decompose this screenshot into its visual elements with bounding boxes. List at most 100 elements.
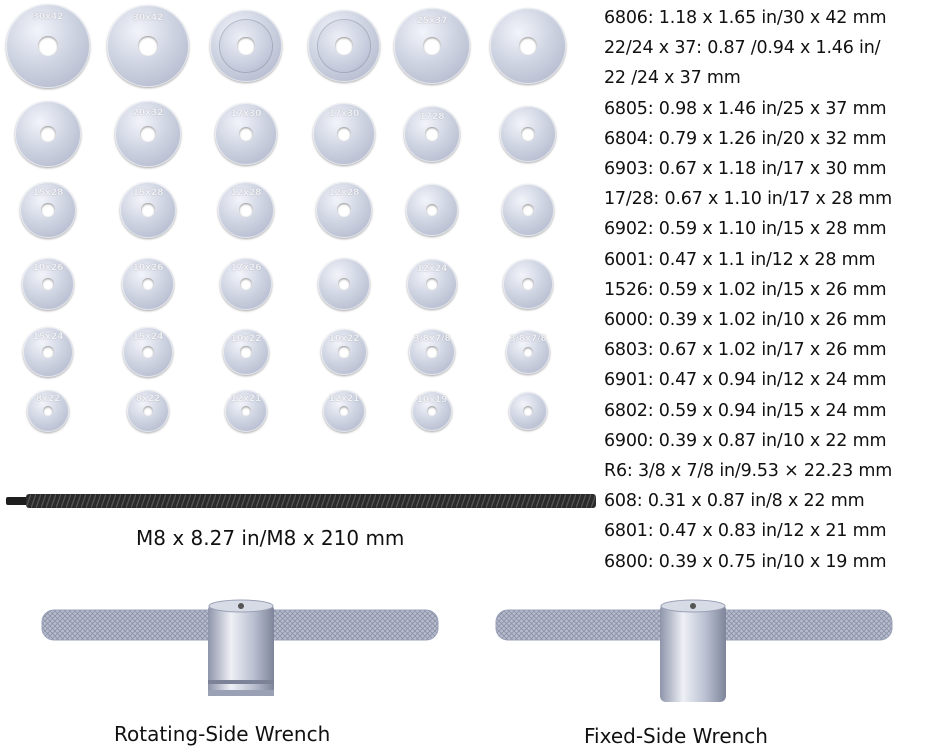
- disc-size-marking: 10x22: [230, 334, 262, 344]
- disc-size-marking: 30x42: [132, 13, 164, 23]
- rotating-side-wrench: [41, 599, 439, 696]
- bearing-driver-disc: 10x19: [412, 391, 452, 431]
- bearing-size-item: 6804: 0.79 x 1.26 in/20 x 32 mm: [604, 128, 887, 149]
- bearing-size-item: 6001: 0.47 x 1.1 in/12 x 28 mm: [604, 249, 876, 270]
- disc-center-hole: [239, 203, 253, 217]
- disc-center-hole: [240, 346, 252, 358]
- bearing-size-item: 17/28: 0.67 x 1.10 in/17 x 28 mm: [604, 189, 892, 210]
- bearing-driver-disc: [210, 10, 282, 82]
- bearing-driver-disc: 20x32: [115, 101, 181, 167]
- disc-center-hole: [336, 126, 352, 142]
- bearing-size-item: 6903: 0.67 x 1.18 in/17 x 30 mm: [604, 159, 887, 180]
- bearing-size-item: R6: 3/8 x 7/8 in/9.53 × 22.23 mm: [604, 461, 893, 482]
- disc-center-hole: [521, 203, 535, 217]
- disc-size-marking: 15x24: [32, 332, 64, 342]
- disc-center-hole: [523, 406, 533, 416]
- disc-size-marking: 10x26: [32, 263, 64, 273]
- rotating-wrench-caption: Rotating-Side Wrench: [114, 722, 331, 746]
- bearing-driver-disc: [490, 8, 566, 84]
- disc-size-marking: 10x19: [416, 395, 448, 405]
- disc-center-hole: [426, 278, 438, 290]
- disc-size-marking: 12x21: [230, 394, 262, 404]
- disc-size-marking: 12x24: [416, 264, 448, 274]
- bearing-driver-disc: 15x24: [123, 327, 173, 377]
- disc-center-hole: [427, 406, 437, 416]
- bearing-driver-disc: [503, 259, 553, 309]
- disc-center-hole: [338, 346, 350, 358]
- rod-caption: M8 x 8.27 in/M8 x 210 mm: [136, 526, 405, 550]
- bearing-driver-disc: 8x22: [27, 390, 69, 432]
- disc-center-hole: [425, 127, 439, 141]
- disc-size-marking: 20x32: [132, 108, 164, 118]
- disc-center-hole: [42, 346, 54, 358]
- disc-size-marking: 3/8x7/8: [413, 334, 451, 344]
- disc-size-marking: 8x22: [135, 394, 161, 404]
- disc-center-hole: [41, 277, 55, 291]
- disc-size-marking: 12x21: [328, 394, 360, 404]
- bearing-driver-disc: 15x24: [23, 327, 73, 377]
- bearing-driver-disc: 17x30: [215, 103, 277, 165]
- bearing-driver-disc: 15x28: [20, 182, 76, 238]
- disc-size-marking: 17x30: [328, 109, 360, 119]
- bearing-driver-disc: 25x37: [394, 8, 470, 84]
- bearing-driver-disc: 12x24: [407, 259, 457, 309]
- bearing-size-item: 6000: 0.39 x 1.02 in/10 x 26 mm: [604, 310, 887, 331]
- disc-center-hole: [522, 278, 534, 290]
- disc-size-marking: 8x22: [35, 394, 61, 404]
- bearing-driver-disc: 12x28: [316, 182, 372, 238]
- disc-center-hole: [37, 35, 59, 57]
- bearing-driver-disc-grid: 30x42 30x42 25x37 20x32 17x30 17x30 1728 15x28 1…: [0, 0, 600, 460]
- disc-center-hole: [41, 203, 55, 217]
- disc-center-hole: [522, 346, 534, 358]
- bearing-driver-disc: 12x28: [218, 182, 274, 238]
- disc-center-hole: [141, 277, 155, 291]
- disc-center-hole: [239, 277, 253, 291]
- bearing-driver-disc: 30x42: [6, 4, 90, 88]
- bearing-size-item: 6803: 0.67 x 1.02 in/17 x 26 mm: [604, 340, 887, 361]
- bearing-driver-disc: [500, 106, 556, 162]
- bearing-driver-disc: 15x28: [120, 182, 176, 238]
- bearing-driver-disc: 10x26: [22, 258, 74, 310]
- disc-center-hole: [518, 36, 538, 56]
- bearing-size-item: 6806: 1.18 x 1.65 in/30 x 42 mm: [604, 8, 887, 28]
- bearing-driver-disc: 1728: [404, 106, 460, 162]
- bearing-driver-disc: 8x22: [127, 390, 169, 432]
- disc-center-hole: [521, 127, 535, 141]
- bearing-size-item: 608: 0.31 x 0.87 in/8 x 22 mm: [604, 491, 865, 512]
- bearing-driver-disc: 30x42: [107, 5, 189, 87]
- bearing-driver-disc: 3/8x7/8: [506, 330, 550, 374]
- disc-center-hole: [426, 346, 438, 358]
- bearing-driver-disc: 12x21: [225, 390, 267, 432]
- bearing-driver-disc: [502, 184, 554, 236]
- disc-center-hole: [335, 37, 353, 55]
- disc-size-marking: 15x28: [32, 188, 64, 198]
- bearing-driver-disc: [308, 10, 380, 82]
- bearing-size-item: 6805: 0.98 x 1.46 in/25 x 37 mm: [604, 98, 887, 119]
- disc-center-hole: [240, 405, 252, 417]
- disc-size-marking: 12x28: [230, 188, 262, 198]
- bearing-size-item: 6901: 0.47 x 0.94 in/12 x 24 mm: [604, 370, 887, 391]
- disc-center-hole: [142, 405, 154, 417]
- disc-size-marking: 30x42: [32, 12, 64, 22]
- bearing-size-item: 6900: 0.39 x 0.87 in/10 x 22 mm: [604, 430, 887, 451]
- disc-size-marking: 3/8x7/8: [509, 334, 547, 344]
- bearing-size-list: 6806: 1.18 x 1.65 in/30 x 42 mm 22/24 x 3…: [604, 3, 892, 577]
- bearing-driver-disc: 17x30: [313, 103, 375, 165]
- bearing-driver-disc: [406, 184, 458, 236]
- disc-size-marking: 17x26: [230, 263, 262, 273]
- bearing-driver-disc: 12x21: [323, 390, 365, 432]
- disc-center-hole: [425, 203, 439, 217]
- bearing-driver-disc: 10x22: [321, 329, 367, 375]
- disc-size-marking: 12x28: [328, 188, 360, 198]
- disc-size-marking: 10x26: [132, 263, 164, 273]
- disc-center-hole: [337, 203, 351, 217]
- bearing-driver-disc: [318, 258, 370, 310]
- bearing-driver-disc: 3/8x7/8: [409, 329, 455, 375]
- bearing-size-item: 22/24 x 37: 0.87 /0.94 x 1.46 in/: [604, 38, 881, 59]
- disc-center-hole: [141, 203, 155, 217]
- disc-size-marking: 25x37: [416, 16, 448, 26]
- disc-size-marking: 15x28: [132, 188, 164, 198]
- disc-size-marking: 10x22: [328, 334, 360, 344]
- disc-center-hole: [422, 36, 442, 56]
- disc-center-hole: [142, 346, 154, 358]
